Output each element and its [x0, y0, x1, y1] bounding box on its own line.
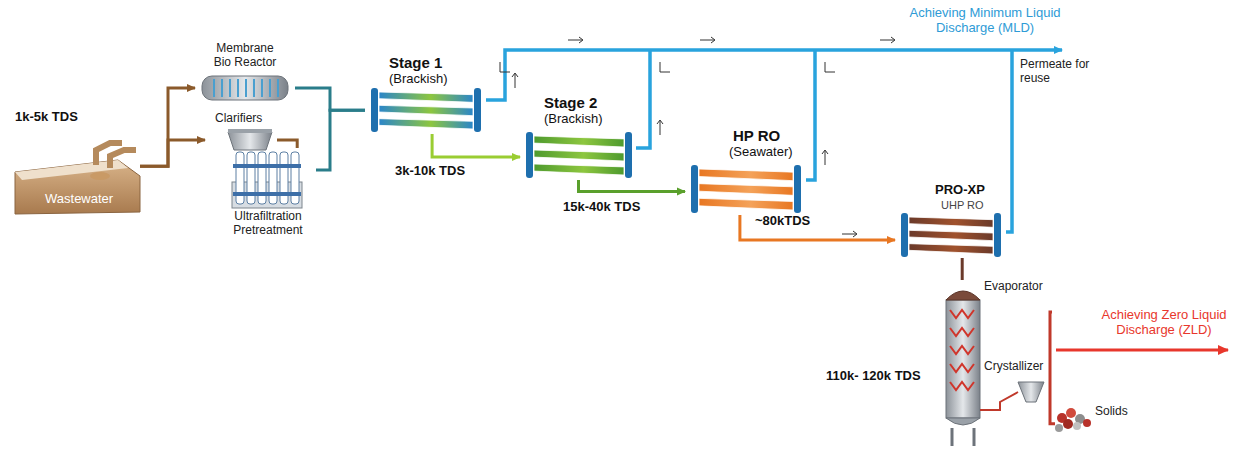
flow-connector	[316, 110, 365, 170]
evaporator-column	[946, 291, 1044, 446]
node-subtitle: (Seawater)	[729, 145, 793, 160]
node-subtitle: UHP RO	[941, 199, 984, 212]
flow-label: Achieving Minimum Liquid Discharge (MLD)	[900, 6, 1070, 36]
ultrafiltration-rack	[232, 152, 302, 208]
ro-stage: Stage 2(Brackish)	[520, 92, 637, 180]
membrane-vessels	[371, 88, 481, 132]
flow-connector	[295, 88, 365, 110]
membrane-vessels	[526, 132, 632, 178]
membrane-bio-reactor	[202, 76, 288, 100]
ro-stage: Stage 1(Brackish)	[365, 52, 487, 134]
flow-connector	[277, 140, 297, 148]
membrane-vessels	[691, 165, 801, 213]
solids-crystals	[1055, 408, 1091, 432]
wastewater-source: Wastewater	[15, 150, 140, 215]
flow-arrow-mark	[500, 37, 895, 237]
node-title: Ultrafiltration Pretreatment	[222, 210, 314, 238]
flow-label: 15k-40k TDS	[563, 200, 640, 215]
wastewater-pool	[15, 143, 140, 214]
membrane-vessels	[901, 213, 1001, 257]
flow-label: Achieving Zero Liquid Discharge (ZLD)	[1096, 308, 1232, 338]
flow-connector	[579, 180, 686, 192]
reactor-unit: Membrane Bio Reactor	[195, 40, 295, 104]
flow-label: 1k-5k TDS	[15, 110, 78, 125]
zld-arrow	[1056, 349, 1228, 352]
flow-label: Permeate for reuse	[1020, 58, 1092, 86]
permeate-line	[486, 50, 1062, 232]
node-subtitle: (Brackish)	[544, 112, 603, 127]
pretreatment-unit: Ultrafiltration Pretreatment	[222, 148, 316, 240]
node-title: HP RO	[733, 127, 780, 144]
evaporator-crystallizer: EvaporatorCrystallizer	[940, 280, 1052, 440]
flow-connector	[1050, 312, 1055, 424]
node-title: PRO-XP	[935, 183, 985, 198]
flow-label: 110k- 120k TDS	[826, 369, 921, 384]
clarifier-unit: Clarifiers	[205, 112, 277, 157]
node-title: Wastewater	[45, 192, 113, 207]
node-title: Evaporator	[984, 280, 1043, 294]
flow-connector	[140, 140, 205, 166]
flow-connector	[961, 258, 964, 280]
node-title: Stage 2	[544, 94, 597, 111]
ro-stage: PRO-XPUHP RO	[895, 183, 1007, 258]
flow-label: 3k-10k TDS	[395, 164, 465, 179]
solids-output: Solids	[1055, 400, 1145, 434]
ro-stage: HP RO(Seawater)	[685, 125, 807, 215]
flow-connector	[432, 134, 520, 157]
node-subtitle: (Brackish)	[389, 72, 448, 87]
clarifier-tank	[228, 129, 272, 150]
node-title: Solids	[1095, 405, 1128, 419]
node-title: Stage 1	[389, 54, 442, 71]
flow-label: ~80kTDS	[755, 214, 810, 229]
node-title: Membrane Bio Reactor	[207, 42, 283, 70]
flow-connector	[740, 215, 895, 240]
node-title: Clarifiers	[215, 112, 262, 126]
node-subtitle: Crystallizer	[984, 360, 1043, 374]
